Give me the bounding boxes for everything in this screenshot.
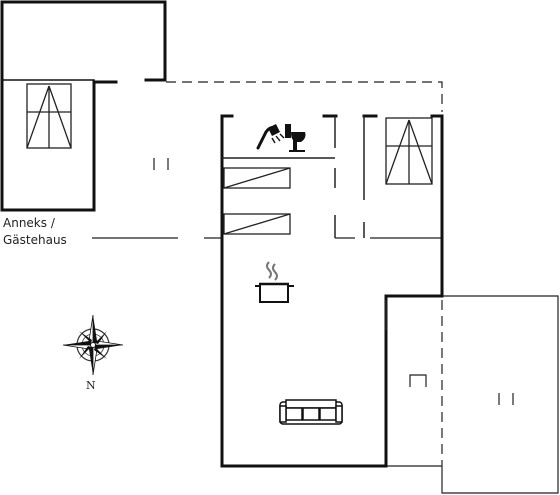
window-marks xyxy=(153,158,514,405)
shower-icon xyxy=(256,124,285,150)
annex-label-line-1: Anneks / xyxy=(3,216,55,230)
terrace-outline xyxy=(92,237,559,494)
annex-label-line-2: Gästehaus xyxy=(3,233,67,247)
toilet-icon xyxy=(285,124,306,152)
main-house-walls xyxy=(220,114,444,468)
bed-icon xyxy=(26,83,72,149)
annex-label: Anneks / Gästehaus xyxy=(3,215,67,249)
annex-walls xyxy=(0,0,167,212)
bed-icon xyxy=(385,117,433,185)
compass-rose-icon xyxy=(62,314,124,376)
north-label: N xyxy=(86,379,96,392)
sofa-icon xyxy=(279,399,343,425)
interior-walls xyxy=(222,116,387,330)
dashed-outline xyxy=(166,81,443,466)
stove-pot-icon xyxy=(255,261,294,303)
storage-unit xyxy=(223,167,291,235)
